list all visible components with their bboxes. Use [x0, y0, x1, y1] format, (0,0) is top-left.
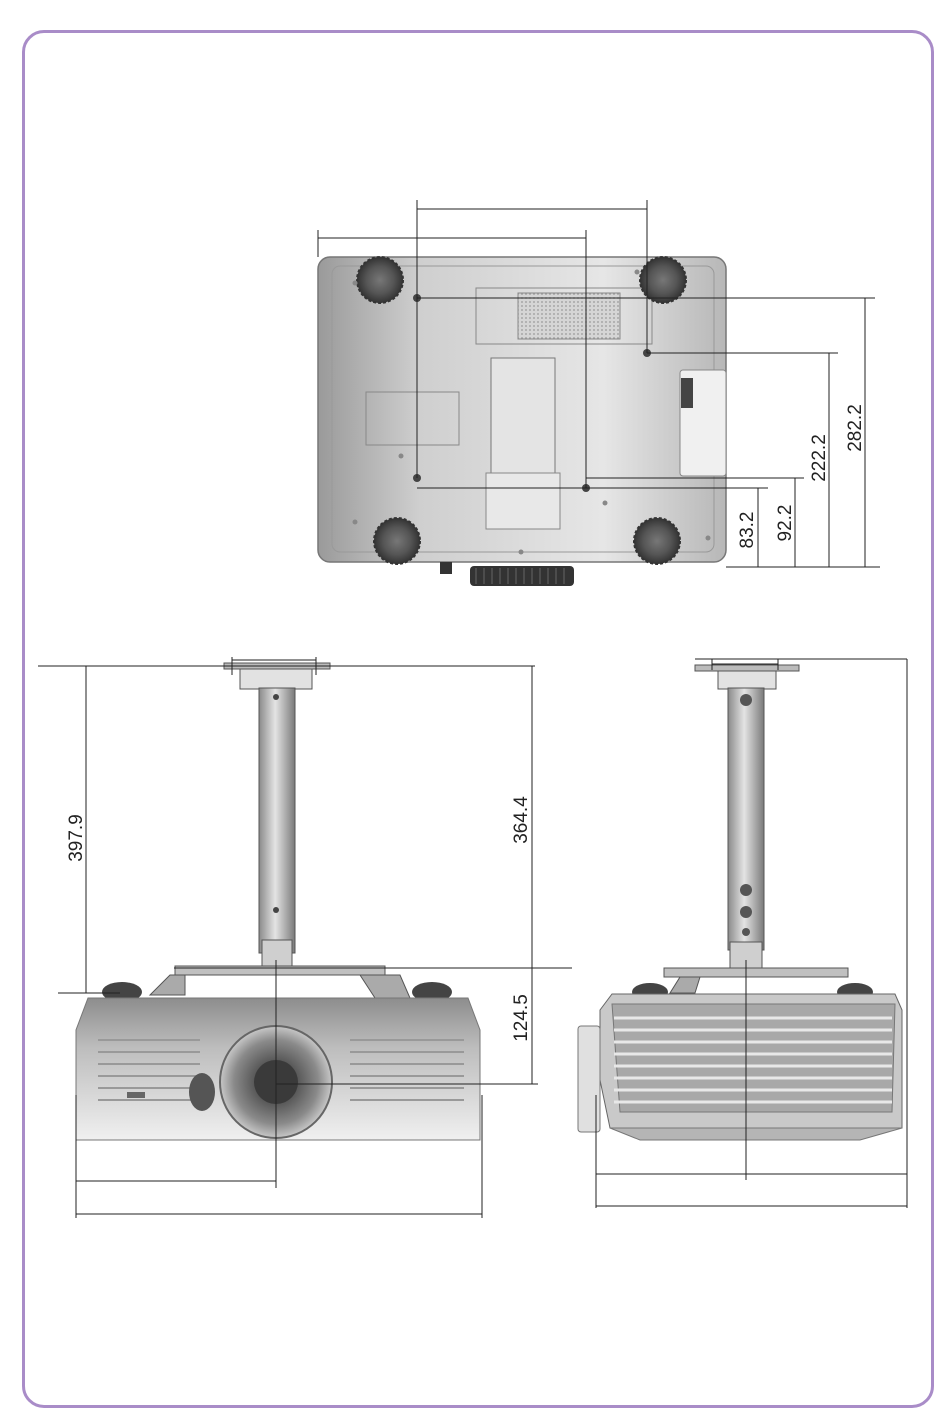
- bottom-panel-center: [491, 358, 555, 473]
- dim-83-2: 83.2: [737, 512, 758, 549]
- side-lens: [578, 1026, 600, 1132]
- dim-397-9: 397.9: [66, 814, 87, 862]
- dim-124-5: 124.5: [511, 994, 532, 1042]
- lens-focus-ring: [470, 566, 574, 586]
- front-view: 397.9 364.4 124.5: [38, 657, 572, 1218]
- ceiling-bracket: [240, 669, 312, 689]
- dim-222-2: 222.2: [809, 434, 830, 482]
- dim-92-2: 92.2: [775, 505, 796, 542]
- dim-282-2: 282.2: [845, 404, 866, 452]
- bottom-view: 83.2 92.2 222.2 282.2: [318, 200, 880, 586]
- side-view: [578, 659, 907, 1208]
- dim-364-4: 364.4: [511, 796, 532, 844]
- mount-pole: [259, 688, 295, 953]
- side-ceiling-bracket: [718, 671, 776, 689]
